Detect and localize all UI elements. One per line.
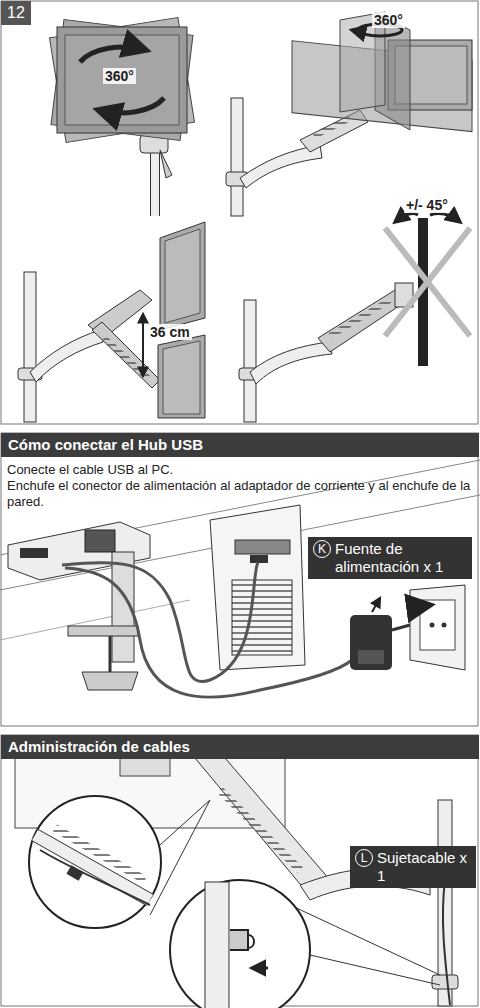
node-text: Cómo conectar el Hub USB [8, 436, 472, 454]
callout-letter: L [355, 849, 373, 867]
tilt-angle: +/- 45° [404, 197, 450, 213]
node-text: Sujetacable x 1 [377, 849, 471, 885]
node-text: Administración de cables [8, 738, 472, 756]
instruction-text: Conecte el cable USB al PC. [7, 462, 173, 478]
part-callout: KFuente de alimentación x 1 [308, 537, 472, 579]
node-text: Fuente de alimentación x 1 [335, 540, 467, 576]
section-header: Administración de cables [1, 735, 479, 759]
part-callout: LSujetacable x 1 [350, 846, 476, 888]
section-header: Cómo conectar el Hub USB [1, 433, 479, 457]
node-text: 12 [7, 3, 25, 23]
dimension: 36 cm [148, 324, 192, 340]
panel-border [1, 1, 478, 424]
callout-letter: K [313, 540, 331, 558]
tilt-arm [239, 214, 470, 422]
page-number: 12 [1, 1, 31, 25]
panel-border [1, 433, 478, 726]
usb-hub-scene [0, 460, 480, 697]
rotation-angle: 360° [103, 68, 136, 84]
height-arm [18, 222, 205, 422]
rotation-angle: 360° [372, 12, 405, 28]
swivel-arm [226, 12, 472, 216]
rotating-monitor [50, 17, 195, 216]
instruction-text: Enchufe el conector de alimentación al a… [7, 478, 473, 510]
